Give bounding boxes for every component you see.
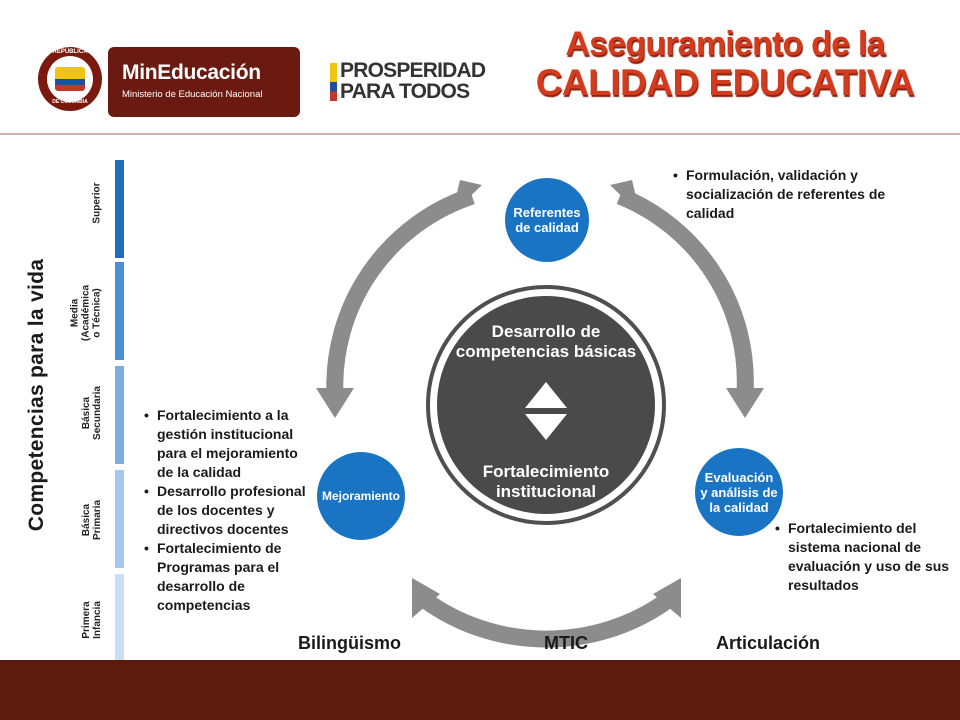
level-band-media (115, 262, 124, 360)
colombia-flag-icon (330, 63, 337, 101)
arc-bottom (420, 593, 673, 648)
level-band-superior (115, 160, 124, 258)
bullet-item: Fortalecimiento a la gestión institucion… (144, 406, 314, 482)
center-top-text: Desarrollo de competencias básicas (455, 322, 637, 361)
ministry-subtitle: Ministerio de Educación Nacional (122, 89, 263, 100)
ministry-brand: MinEducación (122, 61, 261, 84)
arrowhead-bottom-left (412, 578, 440, 618)
bullet-item: Fortalecimiento del sistema nacional de … (775, 519, 960, 595)
bullet-item: Fortalecimiento de Programas para el des… (144, 539, 314, 615)
level-band-infancia (115, 574, 124, 670)
header-divider (0, 133, 960, 135)
triangle-down-icon (525, 414, 567, 440)
page-title-line2: CALIDAD EDUCATIVA (535, 62, 915, 103)
prosperidad-logo: PROSPERIDAD PARA TODOS (340, 59, 486, 103)
arrowhead-to-referentes-right (610, 180, 640, 214)
arrowhead-to-referentes-left (452, 180, 482, 214)
seal-top-text: REPÚBLICA (52, 49, 88, 55)
coat-of-arms-icon (55, 67, 85, 91)
page-title-line1: Aseguramiento de la (565, 25, 885, 63)
mineducacion-logo: MinEducación Ministerio de Educación Nac… (108, 47, 300, 117)
level-band-primaria (115, 470, 124, 568)
node-mejoramiento: Mejoramiento (317, 452, 405, 540)
label-articulacion: Articulación (716, 633, 821, 653)
prosperidad-line1: PROSPERIDAD (340, 59, 486, 82)
bullets-left: Fortalecimiento a la gestión institucion… (144, 406, 314, 615)
label-bilinguismo: Bilingüismo (298, 633, 401, 653)
node-referentes: Referentes de calidad (505, 178, 589, 262)
bullet-item: Desarrollo profesional de los docentes y… (144, 482, 314, 539)
label-mtic: MTIC (544, 633, 588, 653)
bullets-top-right: Formulación, validación y socialización … (673, 166, 898, 223)
bullets-bottom-right: Fortalecimiento del sistema nacional de … (775, 519, 960, 595)
arrowhead-to-evaluacion (726, 388, 764, 418)
arc-right-top (616, 188, 754, 394)
arc-left-top (326, 187, 475, 396)
colombia-seal-logo (38, 47, 102, 111)
footer-bar (0, 660, 960, 720)
center-bottom-text: Fortalecimiento institucional (482, 462, 610, 501)
prosperidad-line2: PARA TODOS (340, 80, 470, 103)
seal-bottom-text: DE COLOMBIA (52, 99, 88, 105)
node-evaluacion: Evaluación y análisis de la calidad (695, 448, 783, 536)
bullet-item: Formulación, validación y socialización … (673, 166, 898, 223)
level-band-secundaria (115, 366, 124, 464)
arrowhead-to-mejoramiento (316, 388, 354, 418)
arrowhead-bottom-right (653, 578, 681, 618)
triangle-up-icon (525, 382, 567, 408)
